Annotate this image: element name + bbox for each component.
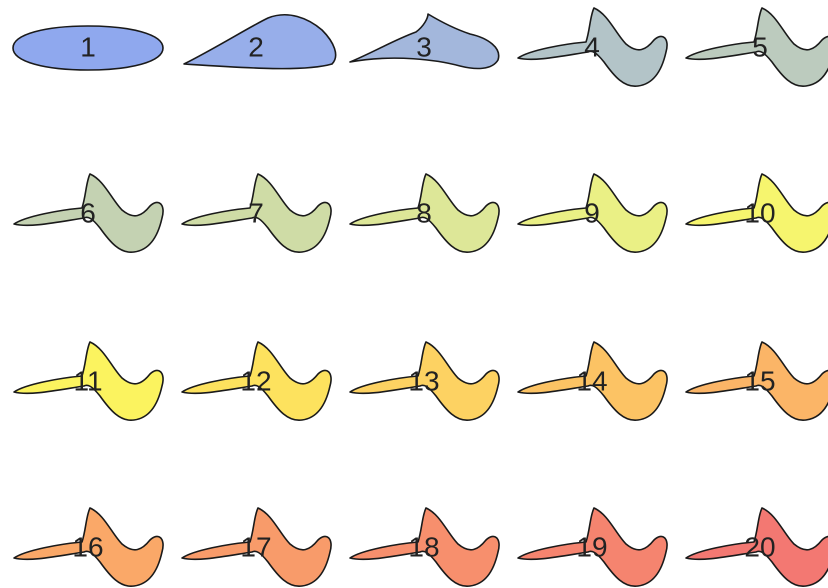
shape-19: 19	[518, 508, 667, 586]
shape-9: 9	[518, 174, 667, 252]
shape-2: 2	[184, 15, 336, 69]
shape-14: 14	[518, 342, 667, 420]
shape-label-16: 16	[72, 531, 103, 562]
shape-13: 13	[350, 342, 499, 420]
shape-label-6: 6	[80, 197, 96, 228]
shape-label-9: 9	[584, 197, 600, 228]
shape-label-17: 17	[240, 531, 271, 562]
shape-5: 5	[686, 8, 828, 86]
shape-12: 12	[182, 342, 331, 420]
shape-label-13: 13	[408, 365, 439, 396]
shape-3: 3	[350, 14, 499, 68]
shape-label-1: 1	[80, 31, 96, 62]
shape-label-18: 18	[408, 531, 439, 562]
shape-label-20: 20	[744, 531, 775, 562]
shape-15: 15	[686, 342, 828, 420]
shape-label-11: 11	[73, 365, 102, 396]
shape-10: 10	[686, 174, 828, 252]
shape-16: 16	[14, 508, 163, 586]
shape-label-5: 5	[752, 31, 768, 62]
shape-11: 11	[14, 342, 163, 420]
shape-label-3: 3	[416, 31, 432, 62]
shape-label-7: 7	[248, 197, 264, 228]
shape-7: 7	[182, 174, 331, 252]
shape-label-4: 4	[584, 31, 600, 62]
shape-label-12: 12	[240, 365, 271, 396]
shape-1: 1	[13, 26, 163, 70]
shape-4: 4	[518, 8, 667, 86]
shape-label-14: 14	[576, 365, 607, 396]
shape-label-8: 8	[416, 197, 432, 228]
shape-label-19: 19	[576, 531, 607, 562]
shape-6: 6	[14, 174, 163, 252]
shape-18: 18	[350, 508, 499, 586]
shape-20: 20	[686, 508, 828, 586]
shape-17: 17	[182, 508, 331, 586]
shape-label-10: 10	[744, 197, 775, 228]
shape-8: 8	[350, 174, 499, 252]
shape-label-2: 2	[248, 31, 264, 62]
shape-label-15: 15	[744, 365, 775, 396]
